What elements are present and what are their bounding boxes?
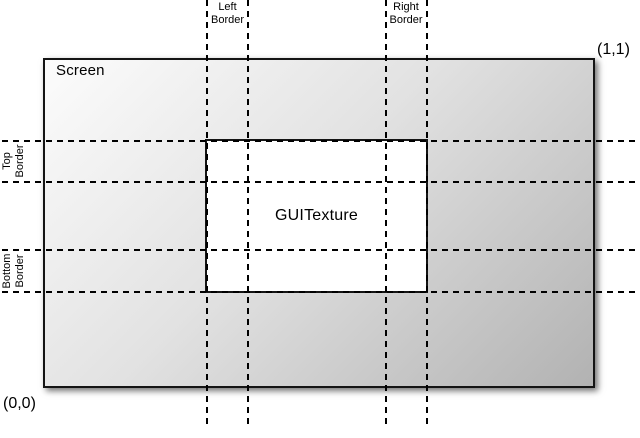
screen-label: Screen [56,62,105,79]
coordinate-bottom-left: (0,0) [3,395,36,412]
dashed-line-bottom-border-inner [2,249,640,251]
left-border-label: Left Border [210,1,245,26]
guitexture-rect: GUITexture [205,139,428,293]
dashed-line-bottom-border-outer [2,291,640,293]
dashed-line-top-border-outer [2,140,640,142]
top-border-label: Top Border [1,144,26,178]
bottom-border-label: Bottom Border [1,253,26,289]
right-border-label: Right Border [389,1,423,26]
dashed-line-right-border-inner [385,0,387,424]
dashed-line-left-border-inner [247,0,249,424]
dashed-line-left-border-outer [206,0,208,424]
dashed-line-right-border-outer [426,0,428,424]
guitexture-label: GUITexture [275,207,358,224]
coordinate-top-right: (1,1) [597,41,630,58]
dashed-line-top-border-inner [2,181,640,183]
